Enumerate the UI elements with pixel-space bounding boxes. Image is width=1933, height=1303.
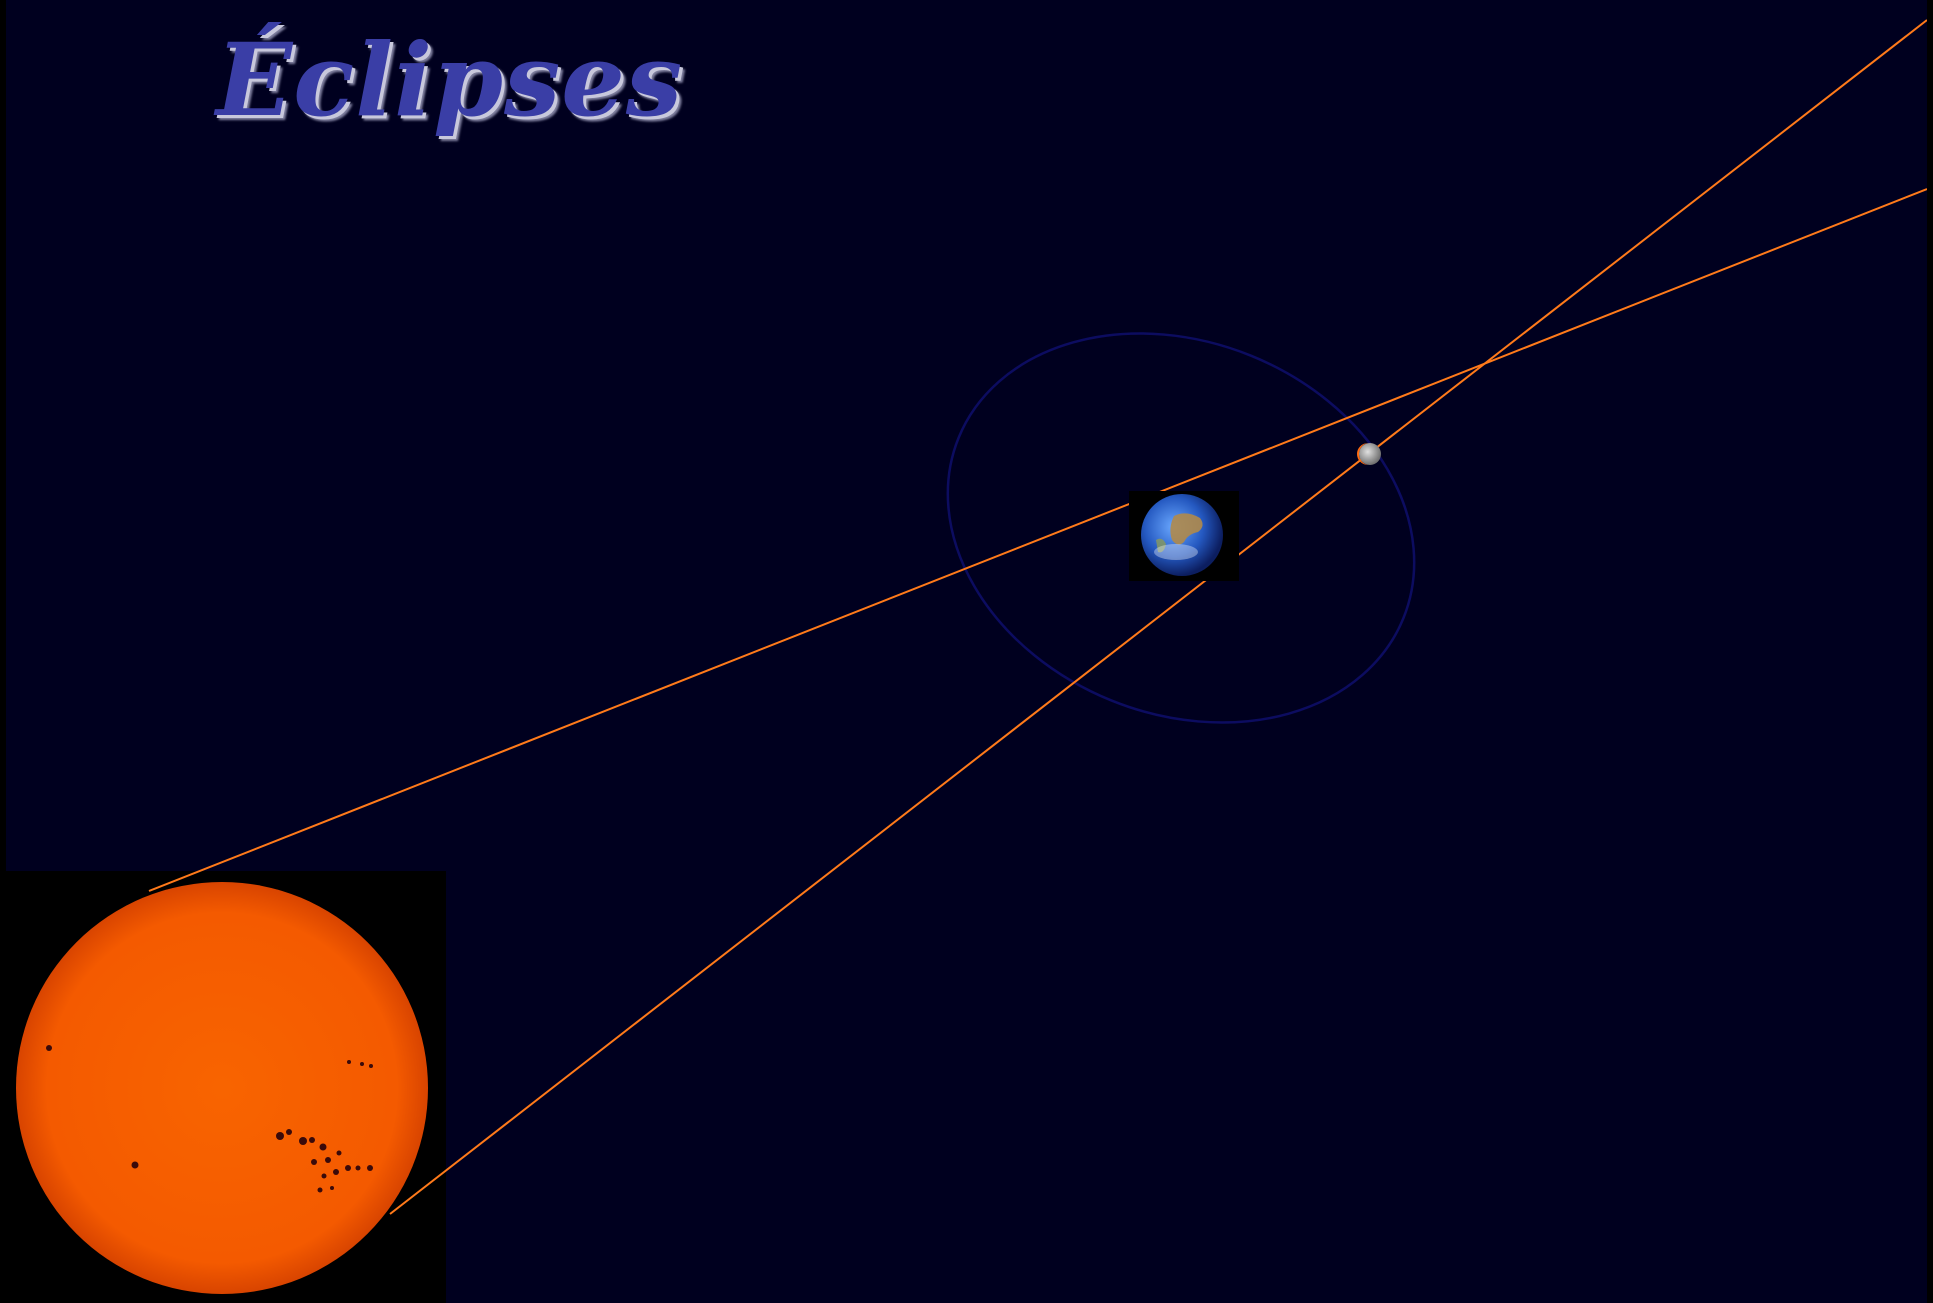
sun-image <box>6 871 446 1303</box>
ray-lower <box>389 19 1927 1215</box>
eclipse-diagram <box>6 19 1927 1303</box>
slide-title: Éclipses <box>216 21 684 139</box>
moon-lit-side <box>1357 443 1368 465</box>
earth-image <box>1129 491 1239 581</box>
slide: Éclipses <box>6 0 1927 1303</box>
ray-upper <box>148 188 1927 892</box>
sun-disk <box>16 882 428 1294</box>
moon-disk <box>1359 443 1381 465</box>
moon-image <box>1357 443 1381 465</box>
moon-orbit <box>946 332 1416 724</box>
sunspots <box>46 1045 373 1193</box>
earth-continent <box>1170 513 1203 545</box>
